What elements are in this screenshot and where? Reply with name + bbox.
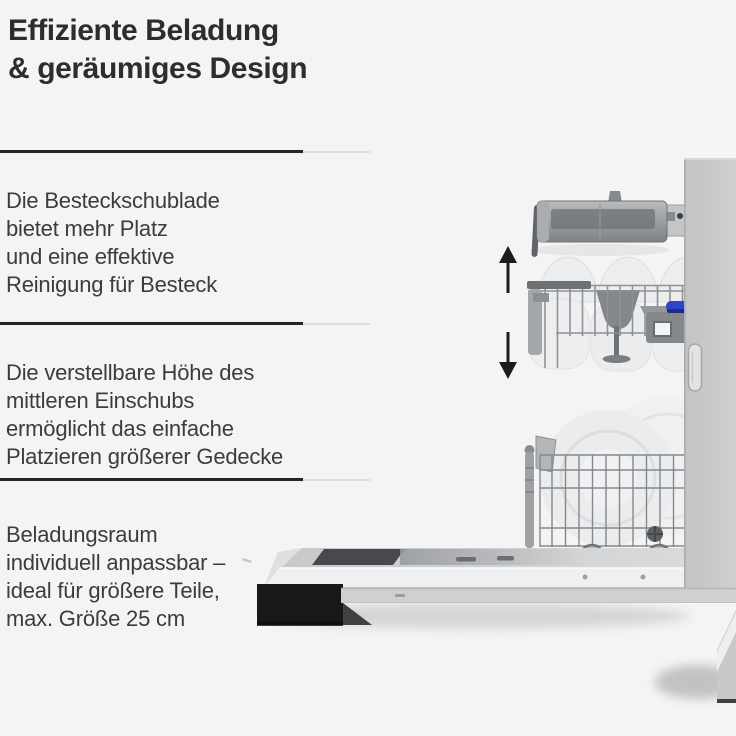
middle-rack	[527, 281, 700, 368]
divider-light-segment	[303, 478, 370, 481]
door-rail	[341, 587, 736, 603]
section-divider	[0, 478, 390, 481]
feature-line: bietet mehr Platz	[6, 216, 168, 241]
page-title: Effiziente Beladung & geräumiges Design	[8, 12, 308, 88]
up-arrow-icon	[499, 246, 517, 293]
divider-light-segment	[303, 150, 370, 153]
door-handle	[687, 343, 703, 392]
down-arrow-icon	[499, 332, 517, 379]
feature-line: Beladungsraum	[6, 522, 158, 547]
feature-line: Die Besteckschublade	[6, 188, 220, 213]
feature-loading-space: Beladungsraum individuell anpassbar – id…	[0, 478, 390, 633]
door-inner-trim	[312, 549, 405, 565]
feature-line: Reinigung für Besteck	[6, 272, 218, 297]
feature-line: Platzieren größerer Gedecke	[6, 444, 284, 469]
divider-dark-segment	[0, 478, 303, 481]
door-front-trim	[257, 584, 372, 626]
feature-line: ermöglicht das einfache	[6, 416, 234, 441]
dishwasher-illustration-svg	[242, 158, 736, 703]
section-divider	[0, 322, 390, 325]
feature-cutlery-drawer: Die Besteckschublade bietet mehr Platz u…	[0, 150, 390, 299]
cutlery-drawer	[530, 191, 687, 257]
feature-text: Die Besteckschublade bietet mehr Platz u…	[0, 153, 390, 299]
section-divider	[0, 150, 390, 153]
page-title-line-2: & geräumiges Design	[8, 52, 308, 85]
rack-height-adjuster	[640, 301, 692, 343]
side-panel	[684, 158, 736, 588]
divider-dark-segment	[0, 322, 303, 325]
feature-text: Beladungsraum individuell anpassbar – id…	[0, 481, 390, 633]
open-door	[242, 548, 736, 629]
feature-line: mittleren Einschubs	[6, 388, 195, 413]
page-title-line-1: Effiziente Beladung	[8, 14, 279, 47]
feature-line: ideal für größere Teile,	[6, 578, 220, 603]
plinth-corner	[655, 610, 736, 703]
divider-dark-segment	[0, 150, 303, 153]
dishwasher-illustration	[240, 140, 736, 736]
feature-text: Die verstellbare Höhe des mittleren Eins…	[0, 325, 390, 471]
feature-adjustable-rack: Die verstellbare Höhe des mittleren Eins…	[0, 322, 390, 471]
feature-line: max. Größe 25 cm	[6, 606, 185, 631]
divider-light-segment	[303, 322, 370, 325]
rack-left-clip	[527, 281, 591, 289]
feature-line: Die verstellbare Höhe des	[6, 360, 255, 385]
feature-line: und eine effektive	[6, 244, 175, 269]
feature-line: individuell anpassbar –	[6, 550, 226, 575]
